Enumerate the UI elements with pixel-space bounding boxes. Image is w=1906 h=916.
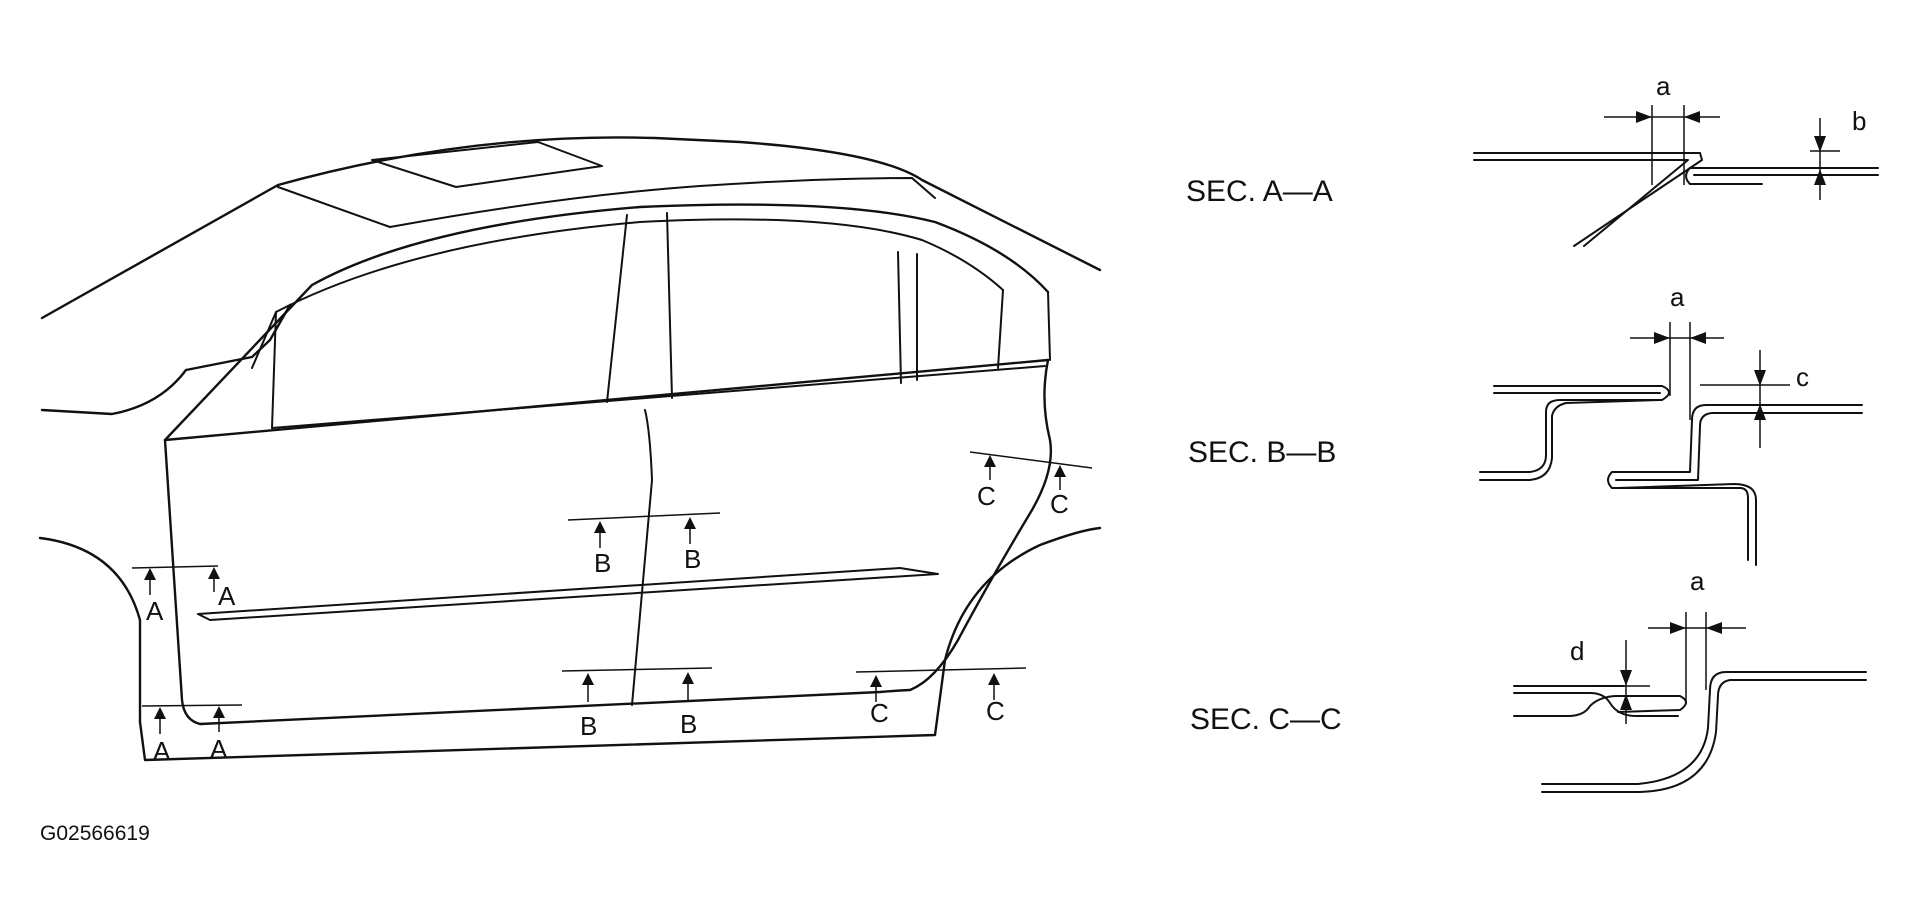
cut-label-b-4: B — [680, 709, 697, 739]
section-a-detail: a b — [1473, 71, 1879, 247]
section-b-right-inner — [1615, 412, 1863, 566]
cut-arrow-b-2 — [684, 517, 696, 544]
cut-marks-c: C C C C — [855, 451, 1093, 728]
front-door-leading-edge — [163, 438, 202, 726]
dim-label-d: d — [1570, 636, 1584, 666]
a-pillar-line — [271, 311, 277, 429]
window-frame-outer — [163, 203, 1050, 442]
cut-arrow-a-4 — [213, 706, 225, 732]
b-pillar-front — [606, 214, 628, 403]
cut-line-a-upper — [131, 565, 219, 569]
door-split-line — [631, 409, 653, 706]
section-c-detail: a d — [1513, 566, 1867, 793]
section-a-left-panel — [1473, 152, 1703, 247]
cut-label-c-2: C — [1050, 489, 1069, 519]
side-molding — [197, 567, 939, 621]
cut-arrow-c-2 — [1054, 465, 1066, 490]
car-side-view — [38, 136, 1102, 762]
hood-edge — [40, 303, 292, 416]
c-pillar-line — [997, 289, 1004, 369]
cut-line-b-lower — [561, 667, 713, 672]
dim-label-a-section-a: a — [1656, 71, 1671, 101]
rear-fender-line — [1047, 291, 1051, 361]
cut-arrow-a-3 — [154, 707, 166, 734]
cut-line-c-upper — [969, 451, 1093, 469]
dim-label-a-section-c: a — [1690, 566, 1705, 596]
section-c-left-inner — [1513, 695, 1687, 717]
cut-label-b-1: B — [594, 548, 611, 578]
section-title-a: SEC. A—A — [1186, 175, 1333, 208]
cut-arrow-c-4 — [988, 673, 1000, 700]
cut-marks-a: A A A A — [131, 565, 243, 766]
section-b-detail: a c — [1479, 282, 1863, 566]
front-wheel-arch — [38, 536, 142, 724]
sunroof-panel — [371, 141, 603, 188]
rear-door-trailing-edge — [908, 358, 1053, 692]
section-title-c: SEC. C—C — [1190, 703, 1342, 736]
section-a-hem-outer — [1685, 167, 1879, 185]
cut-label-c-3: C — [870, 698, 889, 728]
figure-code: G02566619 — [40, 822, 150, 845]
cut-label-a-1: A — [146, 596, 164, 626]
cut-label-c-4: C — [986, 696, 1005, 726]
rocker-panel — [138, 658, 947, 762]
b-pillar-rear — [666, 212, 673, 399]
cut-arrow-a-2 — [208, 567, 220, 592]
cut-label-a-3: A — [153, 736, 171, 766]
cut-label-b-3: B — [580, 711, 597, 741]
window-frame-inner — [251, 218, 1004, 369]
cut-arrow-c-3 — [870, 675, 882, 702]
cut-arrow-a-1 — [144, 568, 156, 595]
cut-label-a-2: A — [218, 581, 236, 611]
cut-arrow-c-1 — [984, 455, 996, 480]
cut-line-a-lower — [141, 704, 243, 707]
dim-label-c: c — [1796, 362, 1809, 392]
section-c-right-inner — [1541, 679, 1867, 793]
cut-arrow-b-4 — [682, 672, 694, 700]
roof-outline — [40, 136, 1102, 320]
rear-wheel-arch — [943, 526, 1102, 662]
cut-line-c-lower — [855, 667, 1027, 673]
dim-label-b: b — [1852, 106, 1866, 136]
section-b-left-inner — [1479, 392, 1661, 481]
cut-label-c-1: C — [977, 481, 996, 511]
roof-drip-line — [277, 177, 936, 228]
belt-line-inner — [271, 365, 1046, 429]
section-b-right-outer — [1607, 404, 1863, 561]
rear-window-divider-1 — [897, 251, 902, 384]
cut-line-b-upper — [567, 512, 721, 521]
cut-label-b-2: B — [684, 544, 701, 574]
cut-label-a-4: A — [210, 734, 228, 764]
door-bottom-edge — [198, 688, 912, 726]
section-title-b: SEC. B—B — [1188, 436, 1336, 469]
section-c-right-outer — [1541, 671, 1867, 785]
dim-label-a-section-b: a — [1670, 282, 1685, 312]
section-a-left-panel-inner — [1473, 159, 1689, 247]
section-b-left-outer — [1479, 385, 1670, 473]
cut-marks-b: B B B B — [561, 512, 721, 741]
cut-arrow-b-3 — [582, 673, 594, 702]
cut-arrow-b-1 — [594, 521, 606, 548]
